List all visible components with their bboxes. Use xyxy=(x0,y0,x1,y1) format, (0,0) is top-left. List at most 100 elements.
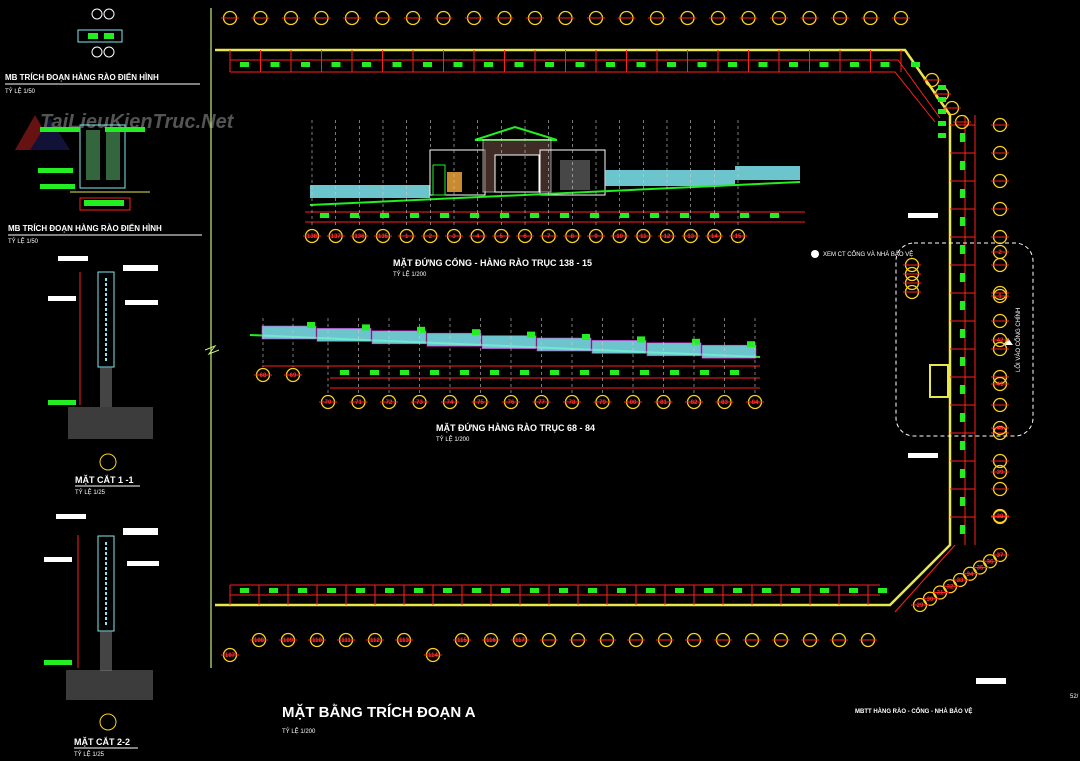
axis-bubble: 33 xyxy=(951,572,969,588)
dimension-tag xyxy=(849,588,858,593)
axis-bubble: 68 xyxy=(254,367,272,383)
dimension-tag xyxy=(960,357,965,366)
axis-label: 79 xyxy=(599,400,606,406)
axis-label: 3 xyxy=(452,234,456,240)
site-plan-section-a: XEM CT CỔNG VÀ NHÀ BẢO VỆ LỐI VÀO CỔNG C… xyxy=(215,10,1079,735)
axis-bubble xyxy=(991,453,1009,469)
axis-label: 110 xyxy=(312,638,322,644)
dimension-tag xyxy=(960,273,965,282)
dimension-tag xyxy=(960,245,965,254)
detail-scale: TỶ LỆ 1/50 xyxy=(5,87,36,95)
fence-elevation: MẶT ĐỨNG HÀNG RÀO TRỤC 68 - 84 TỶ LỆ 1/2… xyxy=(249,318,764,443)
axis-label: 2 xyxy=(429,234,433,240)
axis-bubble: 40 xyxy=(991,420,1009,436)
axis-bubble xyxy=(991,173,1009,189)
axis-label: 29 xyxy=(917,603,924,609)
axis-label: 8 xyxy=(571,234,575,240)
detail-title-2: MB TRÍCH ĐOẠN HÀNG RÀO ĐIỂN HÌNH xyxy=(8,224,162,233)
dimension-tag xyxy=(640,370,649,375)
dimension-tag xyxy=(460,370,469,375)
axis-label: 9 xyxy=(594,234,598,240)
axis-bubble: 114 xyxy=(424,647,442,663)
axis-bubble xyxy=(991,425,1009,441)
dimension-tag xyxy=(960,189,965,198)
dimension-tag xyxy=(911,62,920,67)
section-2-scale: TỶ LỆ 1/25 xyxy=(74,750,105,758)
axis-label: 42 xyxy=(997,338,1004,344)
dimension-tag xyxy=(307,322,315,328)
axis-bubble xyxy=(343,10,361,26)
axis-bubble: 83 xyxy=(715,394,734,410)
axis-bubble: 7 xyxy=(539,228,558,244)
dimension-tag xyxy=(527,331,535,338)
dimension-tag xyxy=(588,588,597,593)
axis-label: 31 xyxy=(937,591,944,597)
dimension-tag xyxy=(880,62,890,67)
dimension-tag xyxy=(472,329,480,336)
axis-label: 41 xyxy=(997,382,1004,388)
axis-label: 39 xyxy=(997,470,1004,476)
fence-panel xyxy=(536,337,592,352)
dimension-tag xyxy=(270,62,280,67)
axis-bubble xyxy=(991,313,1009,329)
axis-label: 84 xyxy=(752,400,759,406)
dimension-tag xyxy=(520,370,529,375)
dimension-tag xyxy=(938,133,946,138)
fence-panel xyxy=(591,340,647,354)
axis-label: 135 xyxy=(378,234,389,240)
dimension-tag xyxy=(430,370,439,375)
axis-bubble xyxy=(991,397,1009,413)
dimension-tag xyxy=(320,213,329,218)
axis-bubble: 137 xyxy=(326,228,345,244)
axis-bubble xyxy=(373,10,392,26)
axis-label: 112 xyxy=(370,638,380,644)
gate-fence-elevation: MẶT ĐỨNG CỔNG - HÀNG RÀO TRỤC 138 - 15 T… xyxy=(303,120,805,278)
axis-bubble xyxy=(404,10,422,26)
section-1-scale: TỶ LỆ 1/25 xyxy=(75,488,106,496)
axis-bubble: 73 xyxy=(410,394,429,410)
axis-bubble: 80 xyxy=(624,394,642,410)
axis-bubble: 11 xyxy=(634,228,653,244)
dimension-tag xyxy=(960,133,965,142)
axis-label: 78 xyxy=(569,400,576,406)
dimension-tag xyxy=(960,525,965,534)
axis-bubble xyxy=(903,284,921,300)
axis-bubble xyxy=(743,632,761,648)
dimension-tag xyxy=(269,588,278,593)
axis-bubble xyxy=(892,10,910,26)
dimension-tag xyxy=(490,370,499,375)
axis-bubble: 3 xyxy=(445,228,463,244)
axis-bubble xyxy=(770,10,788,26)
fence-panel xyxy=(316,328,372,342)
page-number: 52/ xyxy=(1070,694,1079,700)
axis-label: 109 xyxy=(283,638,294,644)
dimension-tag xyxy=(575,62,585,67)
dimension-tag xyxy=(960,329,965,338)
dimension-tag xyxy=(960,161,965,170)
axis-label: 81 xyxy=(660,400,667,406)
fence-panel xyxy=(701,344,757,359)
axis-bubble xyxy=(923,72,941,88)
axis-bubble xyxy=(540,632,558,648)
dimension-tag xyxy=(637,336,645,343)
axis-label: 71 xyxy=(355,400,362,406)
dimension-tag xyxy=(240,588,249,593)
axis-bubble xyxy=(617,10,636,26)
axis-bubble xyxy=(526,10,544,26)
axis-bubble xyxy=(801,632,819,648)
axis-bubble: 14 xyxy=(705,228,724,244)
dimension-tag xyxy=(650,213,659,218)
dimension-tag xyxy=(617,588,626,593)
dimension-tag xyxy=(453,62,463,67)
axis-label: 76 xyxy=(508,400,515,406)
dimension-tag xyxy=(327,588,336,593)
dimension-tag xyxy=(680,213,689,218)
axis-label: 136 xyxy=(354,234,365,240)
axis-bubble: 75 xyxy=(471,394,490,410)
axis-bubble xyxy=(772,632,790,648)
plan-title: MẶT BẰNG TRÍCH ĐOẠN A xyxy=(282,703,476,721)
axis-label: 111 xyxy=(341,638,351,644)
fence-panel xyxy=(371,330,427,345)
dimension-tag xyxy=(670,370,679,375)
axis-label: 37 xyxy=(997,553,1004,559)
